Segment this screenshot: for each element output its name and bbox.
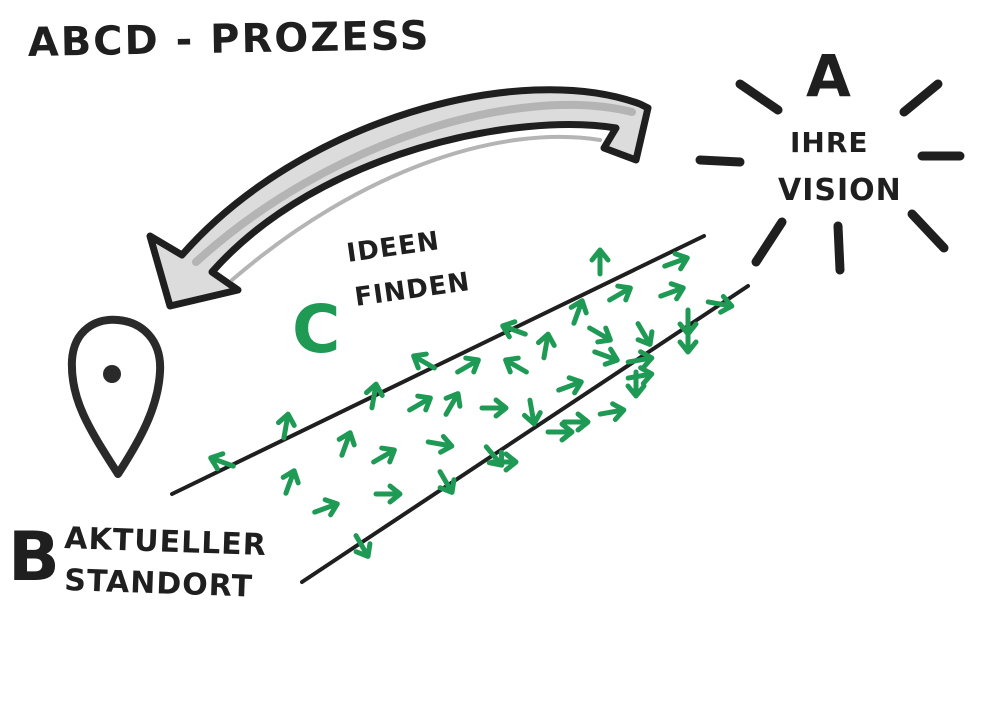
- idea-arrow: [353, 533, 373, 559]
- diagram-title: ABCD - PROZESS: [27, 13, 430, 66]
- idea-arrow: [705, 293, 735, 315]
- idea-arrows: [208, 247, 735, 559]
- a-line2: VISION: [778, 173, 902, 208]
- idea-arrow: [489, 451, 519, 473]
- idea-arrow: [407, 393, 433, 413]
- idea-arrow: [312, 497, 340, 518]
- b-line1: AKTUELLER: [64, 521, 268, 563]
- idea-arrow: [658, 281, 686, 302]
- b-letter: B: [8, 518, 60, 597]
- idea-arrow: [336, 430, 357, 458]
- idea-arrow: [500, 319, 528, 340]
- idea-arrow: [443, 391, 463, 417]
- idea-arrow: [625, 365, 655, 387]
- sun-burst-icon: [695, 79, 965, 275]
- idea-arrow: [607, 283, 633, 303]
- idea-arrow: [425, 433, 455, 455]
- idea-arrow: [625, 349, 655, 371]
- idea-arrow: [635, 321, 655, 347]
- idea-arrow: [373, 483, 403, 505]
- c-line1: IDEEN: [345, 226, 442, 269]
- idea-arrow: [662, 251, 690, 272]
- idea-arrow: [589, 247, 611, 277]
- idea-arrow: [561, 411, 591, 433]
- a-letter: A: [806, 42, 851, 110]
- idea-arrow: [597, 401, 627, 423]
- c-line2: FINDEN: [353, 267, 472, 313]
- path-lines: [170, 234, 750, 584]
- idea-arrow: [280, 468, 301, 496]
- idea-arrow: [556, 375, 584, 396]
- idea-arrow: [568, 298, 589, 326]
- b-line2: STANDORT: [64, 563, 254, 605]
- idea-arrow: [503, 355, 529, 375]
- idea-arrow: [592, 346, 620, 367]
- idea-arrow: [521, 397, 543, 427]
- idea-arrow: [677, 325, 699, 355]
- idea-arrow: [363, 381, 385, 411]
- idea-arrow: [535, 331, 557, 361]
- idea-arrow: [371, 445, 397, 465]
- path-line-upper: [170, 234, 706, 496]
- idea-arrow: [479, 397, 509, 419]
- idea-arrow: [208, 451, 236, 472]
- c-letter: C: [292, 291, 340, 368]
- idea-arrow: [275, 411, 297, 441]
- idea-arrow: [455, 355, 481, 375]
- idea-arrow: [625, 369, 647, 399]
- idea-arrow: [587, 325, 613, 345]
- curved-arrow-icon: [146, 86, 652, 310]
- idea-arrow: [411, 351, 437, 371]
- a-line1: IHRE: [790, 126, 869, 159]
- path-line-lower: [300, 284, 750, 584]
- idea-arrow: [437, 469, 457, 495]
- idea-arrow: [545, 421, 575, 443]
- map-pin-icon: [67, 315, 165, 478]
